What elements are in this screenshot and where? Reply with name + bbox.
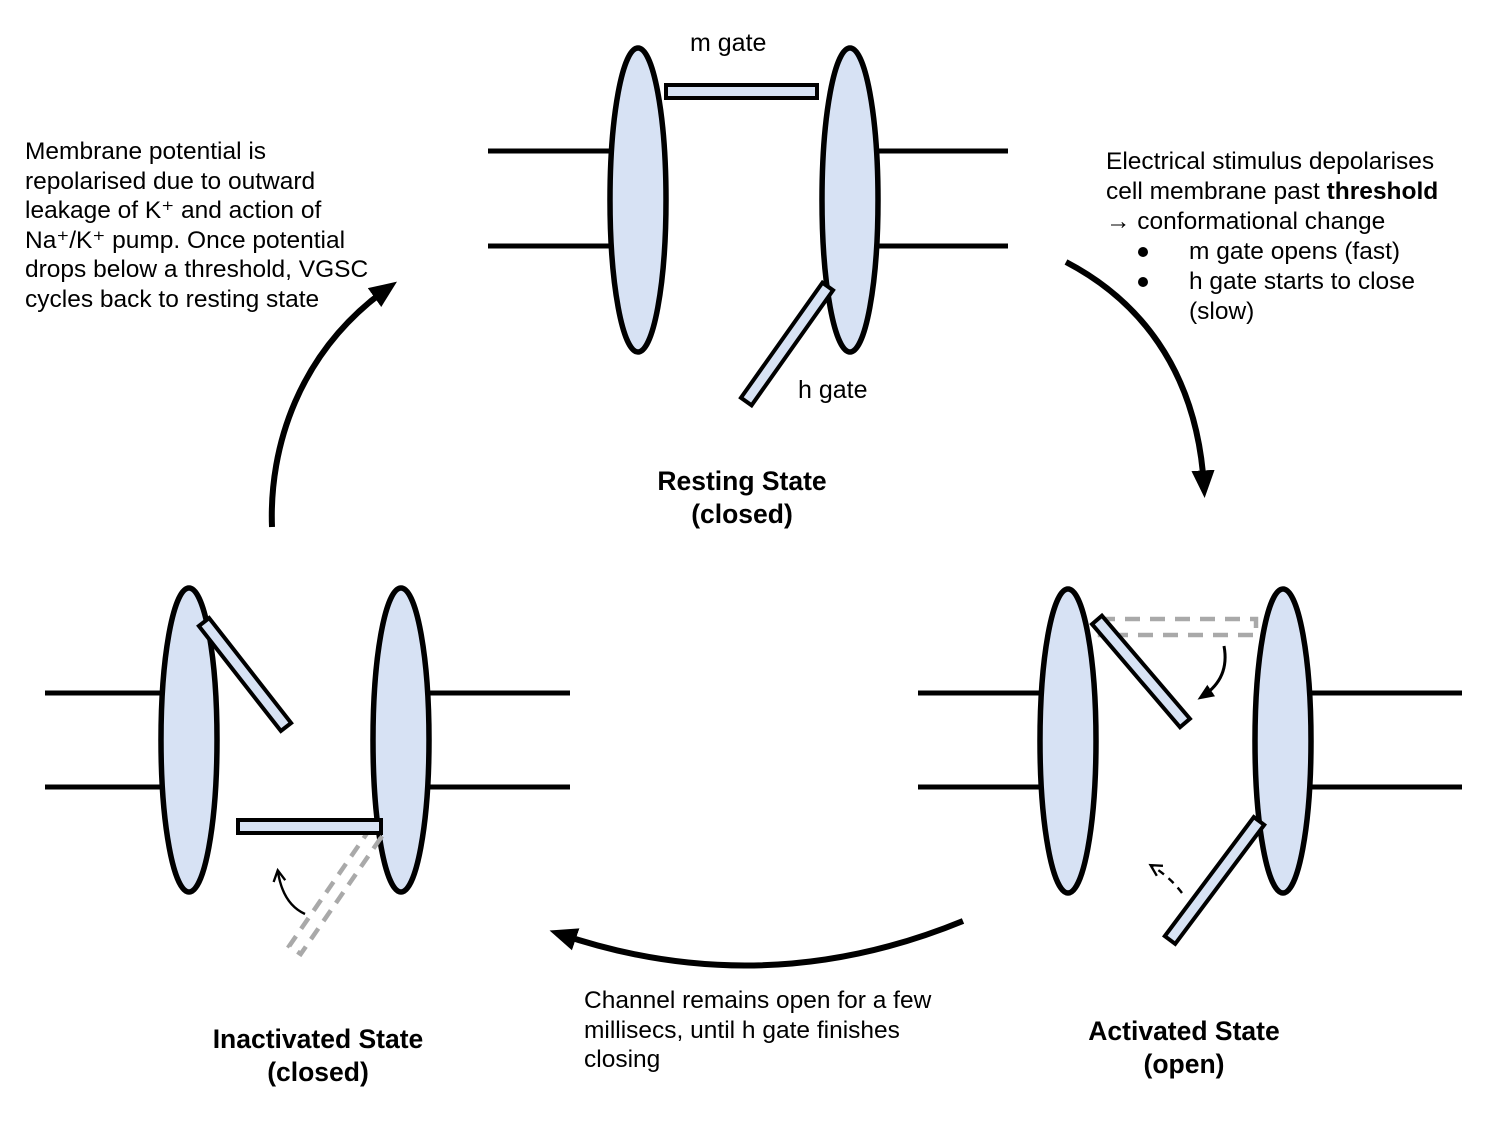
note-line: Channel remains open for a few — [584, 987, 932, 1014]
note-text: Electrical stimulus depolarises — [1106, 148, 1435, 175]
m-gate-open — [196, 615, 294, 734]
repolarisation-note: Membrane potential is repolarised due to… — [25, 137, 368, 314]
note-line: Membrane potential is — [25, 138, 267, 165]
h-gate-closing — [1161, 814, 1268, 947]
h-gate-motion-dashed-arrow — [1148, 863, 1183, 894]
note-line: millisecs, until h gate finishes — [584, 1016, 900, 1044]
arrow-activated-to-inactivated — [549, 918, 965, 969]
note-line: leakage of K⁺ and action of — [25, 197, 322, 224]
bullet-text: h gate starts to close (slow) — [1189, 268, 1416, 325]
h-gate-label: h gate — [798, 376, 868, 404]
h-gate-motion-arrow — [272, 867, 306, 916]
bullet-item: m gate opens (fast) — [1106, 237, 1447, 267]
note-line: repolarised due to outward — [25, 167, 316, 195]
m-gate-opening — [1089, 612, 1193, 731]
channel-subunit — [1037, 586, 1099, 896]
inactivated-state-title: Inactivated State — [212, 1024, 424, 1054]
h-gate-open — [738, 279, 836, 409]
channel-subunit — [607, 45, 669, 355]
note-text: cell membrane past — [1106, 178, 1327, 205]
resting-channel — [488, 45, 1008, 409]
channel-subunit — [819, 45, 881, 355]
bullet-item: h gate starts to close (slow) — [1106, 267, 1447, 327]
arrow-inactivated-to-resting — [268, 281, 397, 528]
note-line: Electrical stimulus depolarises — [1106, 147, 1447, 177]
arrow-resting-to-activated — [1064, 259, 1215, 499]
note-line: closing — [584, 1046, 661, 1073]
open-duration-note: Channel remains open for a few millisecs… — [584, 986, 931, 1075]
note-line: cell membrane past threshold — [1106, 177, 1447, 207]
channel-subunit — [370, 585, 432, 895]
resting-state-label: Resting State (closed) — [562, 465, 922, 531]
note-line: Na⁺/K⁺ pump. Once potential — [25, 226, 346, 254]
m-gate-closed — [664, 83, 819, 100]
activated-state-subtitle: (open) — [1143, 1049, 1225, 1079]
m-gate-ghost-previous-position — [1097, 616, 1259, 638]
h-gate-closed — [236, 818, 383, 835]
inactivated-channel — [45, 585, 570, 958]
channel-subunit — [1252, 586, 1314, 896]
activated-channel — [918, 586, 1462, 947]
note-line: drops below a threshold, VGSC — [25, 256, 369, 283]
inactivated-state-label: Inactivated State (closed) — [138, 1023, 498, 1089]
activated-state-title: Activated State — [1088, 1016, 1280, 1046]
channel-subunit — [158, 585, 220, 895]
note-line: cycles back to resting state — [25, 285, 320, 313]
bullet-icon — [1138, 277, 1148, 287]
bullet-icon — [1138, 247, 1148, 257]
note-line: → conformational change — [1106, 207, 1447, 237]
h-gate-ghost-previous-position — [286, 826, 384, 958]
activated-state-label: Activated State (open) — [1004, 1015, 1364, 1081]
inactivated-state-subtitle: (closed) — [267, 1057, 369, 1087]
bullet-text: m gate opens (fast) — [1189, 238, 1401, 265]
threshold-emphasis: threshold — [1326, 178, 1439, 205]
note-text: → conformational change — [1106, 208, 1386, 235]
resting-state-subtitle: (closed) — [691, 499, 793, 529]
m-gate-motion-arrow — [1197, 645, 1227, 700]
resting-state-title: Resting State — [657, 466, 827, 496]
m-gate-label: m gate — [690, 29, 767, 57]
depolarisation-note: Electrical stimulus depolarises cell mem… — [1106, 147, 1447, 327]
